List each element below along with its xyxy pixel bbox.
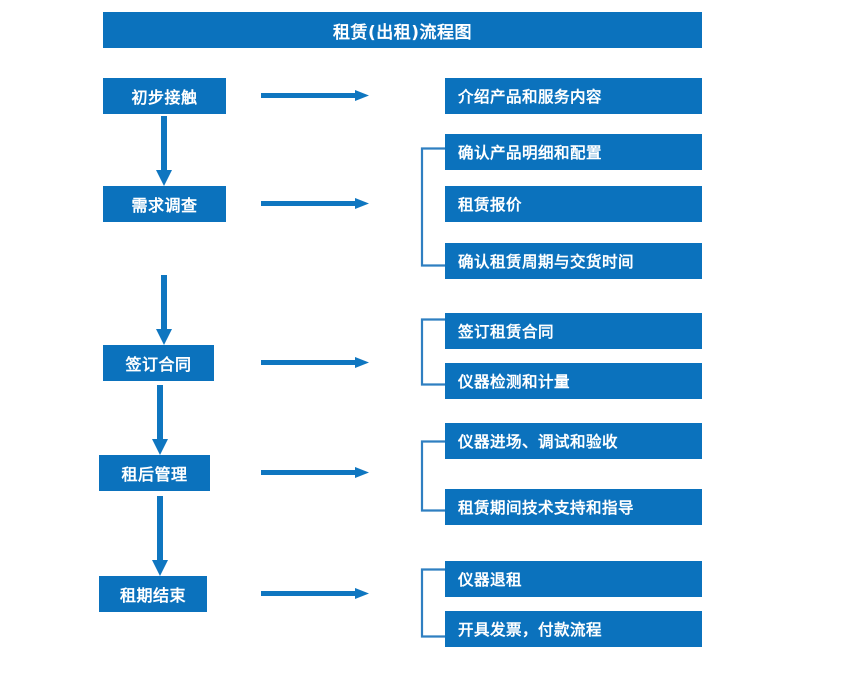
- stage-box-initial-contact[interactable]: 初步接触: [103, 78, 226, 114]
- detail-box-introduce-products[interactable]: 介绍产品和服务内容: [445, 78, 702, 114]
- detail-box-technical-support[interactable]: 租赁期间技术支持和指导: [445, 489, 702, 525]
- arrow-right-needs-survey: [261, 193, 369, 215]
- stage-box-needs-survey[interactable]: 需求调查: [103, 186, 226, 222]
- stage-box-sign-contract[interactable]: 签订合同: [103, 345, 214, 381]
- detail-box-confirm-product-specs[interactable]: 确认产品明细和配置: [445, 134, 702, 170]
- stage-label: 租期结束: [119, 586, 186, 605]
- arrow-down-needs-to-contract: [152, 275, 176, 345]
- detail-box-sign-rental-contract[interactable]: 签订租赁合同: [445, 313, 702, 349]
- detail-label: 仪器检测和计量: [458, 373, 571, 391]
- detail-label: 确认产品明细和配置: [458, 144, 603, 162]
- stage-label: 租后管理: [121, 465, 188, 484]
- detail-box-confirm-lease-period[interactable]: 确认租赁周期与交货时间: [445, 243, 702, 279]
- bracket-lease-end-group: [420, 568, 445, 638]
- detail-box-instrument-return[interactable]: 仪器退租: [445, 561, 702, 597]
- stage-box-lease-end[interactable]: 租期结束: [99, 576, 207, 612]
- arrow-right-lease-end: [261, 583, 369, 605]
- detail-label: 租赁报价: [458, 196, 523, 214]
- detail-box-rental-quotation[interactable]: 租赁报价: [445, 186, 702, 222]
- chart-title-bar: 租赁(出租)流程图: [103, 12, 702, 48]
- bracket-post-rental-group: [420, 440, 445, 512]
- arrow-down-contract-to-management: [148, 385, 172, 455]
- bracket-needs-survey-group: [420, 147, 445, 267]
- detail-label: 租赁期间技术支持和指导: [458, 499, 635, 517]
- stage-label: 签订合同: [125, 355, 192, 374]
- detail-label: 确认租赁周期与交货时间: [458, 253, 635, 271]
- detail-label: 仪器进场、调试和验收: [458, 433, 619, 451]
- stage-label: 需求调查: [131, 196, 198, 215]
- arrow-down-management-to-lease-end: [148, 496, 172, 576]
- arrow-right-post-rental-management: [261, 462, 369, 484]
- detail-box-invoice-payment[interactable]: 开具发票，付款流程: [445, 611, 702, 647]
- detail-label: 仪器退租: [458, 571, 523, 589]
- stage-box-post-rental-management[interactable]: 租后管理: [99, 455, 210, 491]
- bracket-sign-contract-group: [420, 318, 445, 386]
- detail-box-instrument-inspection[interactable]: 仪器检测和计量: [445, 363, 702, 399]
- detail-label: 介绍产品和服务内容: [458, 88, 603, 106]
- detail-label: 签订租赁合同: [458, 323, 555, 341]
- detail-box-instrument-installation[interactable]: 仪器进场、调试和验收: [445, 423, 702, 459]
- detail-label: 开具发票，付款流程: [458, 621, 603, 639]
- arrow-down-initial-to-needs: [152, 116, 176, 186]
- chart-title: 租赁(出租)流程图: [332, 22, 473, 43]
- arrow-right-initial-contact: [261, 85, 369, 107]
- arrow-right-sign-contract: [261, 352, 369, 374]
- stage-label: 初步接触: [131, 88, 198, 107]
